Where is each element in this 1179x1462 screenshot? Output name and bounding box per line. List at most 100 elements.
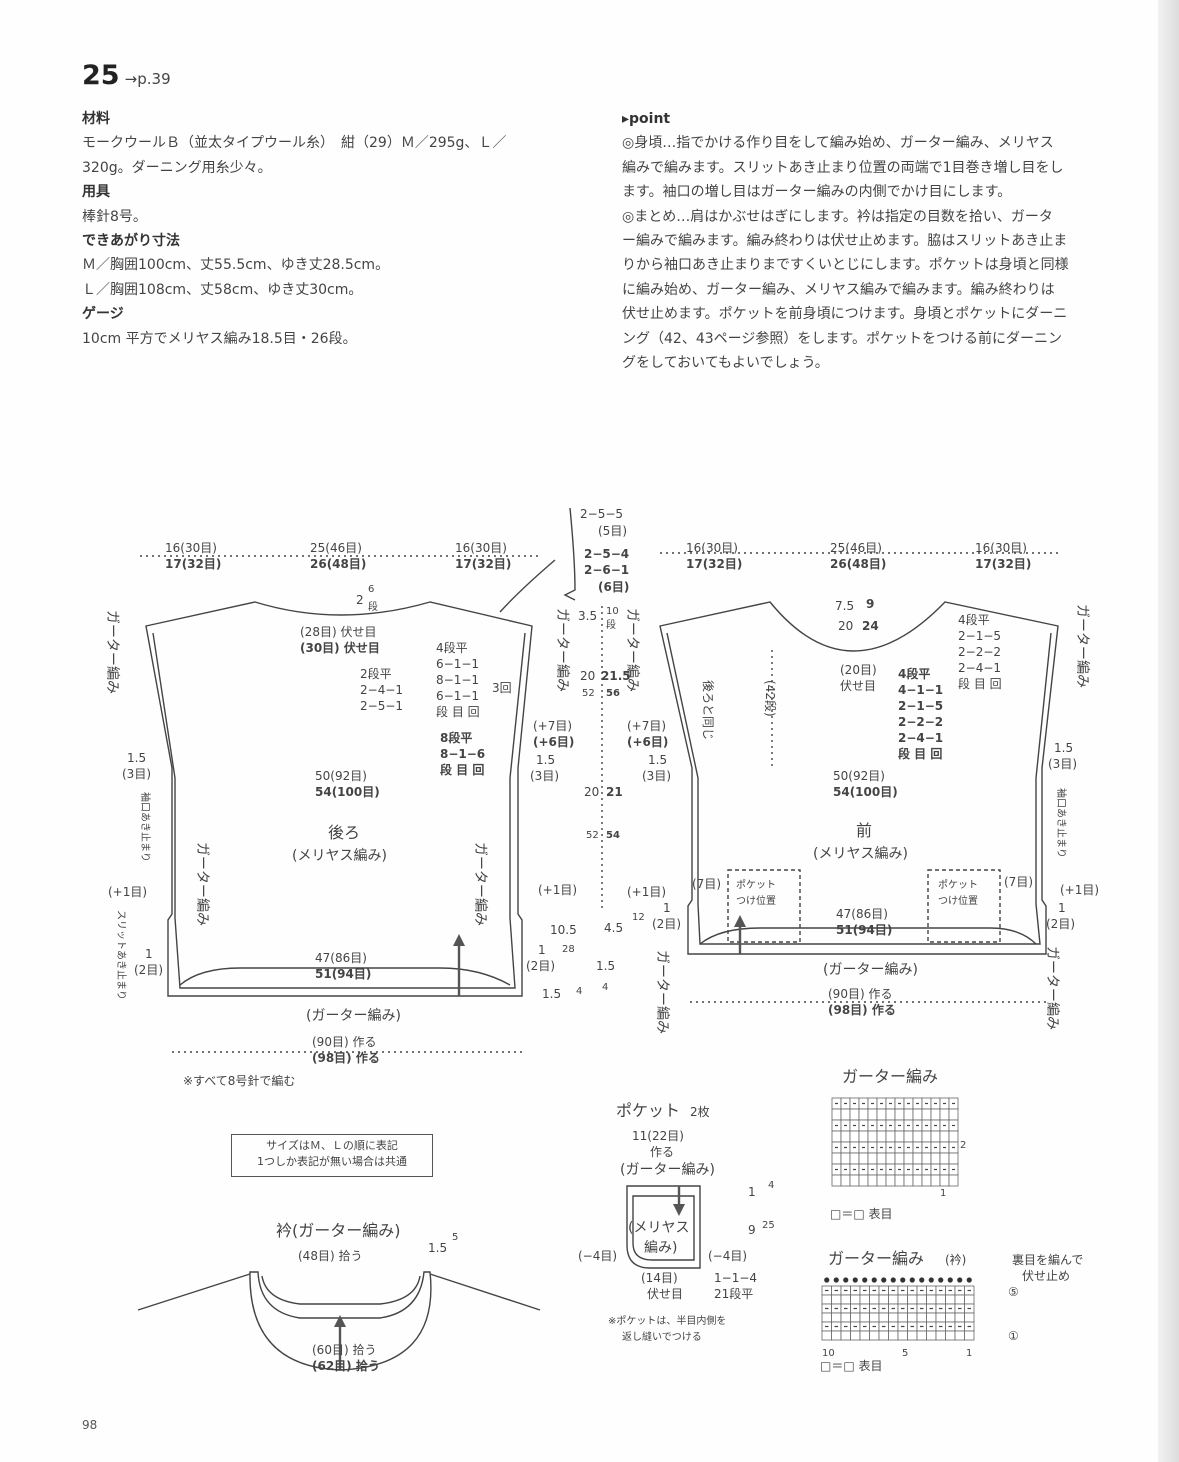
diagram-label: 2−1−5 — [898, 699, 943, 713]
diagram-label: 9 — [748, 1223, 756, 1237]
diagram-label: (98目) 作る — [828, 1002, 896, 1017]
chart-cell — [912, 1152, 923, 1165]
diagram-label: 51(94目) — [315, 967, 371, 981]
body-line: 伏せ止めます。ポケットを前身頃につけます。身頃とポケットにダーニ — [622, 306, 1068, 323]
size-note-box: サイズはＭ、Ｌの順に表記 1つしか表記が無い場合は共通 — [231, 1134, 433, 1177]
collar-outline — [249, 1271, 432, 1371]
pocket-position-right — [927, 869, 1001, 943]
chart-cell — [907, 1312, 918, 1323]
chart-cell — [935, 1312, 946, 1323]
diagram-label: 25(46目) — [830, 541, 882, 555]
diagram-label: 2段平 — [360, 666, 392, 681]
chart-cell — [885, 1108, 896, 1121]
diagram-label: (98目) 作る — [312, 1050, 380, 1065]
chart-cell — [885, 1174, 896, 1187]
chart-cell — [840, 1174, 851, 1187]
chart-cell — [821, 1330, 832, 1341]
diagram-label: ガーター編み — [1074, 604, 1090, 688]
diagram-label: 8−1−1 — [436, 673, 479, 687]
diagram-label: 52 — [582, 688, 595, 699]
chart-cell — [849, 1108, 860, 1121]
diagram-label: (−4目) — [578, 1249, 617, 1263]
diagram-label: ガーター編み — [554, 608, 570, 692]
chart-cell — [859, 1294, 870, 1305]
diagram-label: ガーター編み — [104, 610, 120, 694]
body-line: Ｍ／胸囲100cm、丈55.5cm、ゆき丈28.5cm。 — [82, 257, 390, 274]
chart-cell — [964, 1330, 975, 1341]
bind-off-dot — [824, 1277, 830, 1283]
diagram-label: (60目) 拾う — [312, 1342, 376, 1357]
chart-cell — [831, 1312, 842, 1323]
diagram-label: 4 — [576, 986, 582, 997]
chart-cell — [869, 1312, 880, 1323]
chart-cell — [930, 1108, 941, 1121]
diagram-label: 20 — [580, 669, 595, 683]
chart-cell — [859, 1312, 870, 1323]
diagram-label: 後ろ — [328, 823, 360, 842]
chart-cell — [831, 1174, 842, 1187]
diagram-label: ※ポケットは、半目内側を — [608, 1314, 726, 1327]
diagram-label: 2 — [960, 1140, 966, 1151]
chart-cell — [897, 1312, 908, 1323]
chart-cell — [831, 1130, 842, 1143]
collar-shoulder-left — [137, 1273, 251, 1311]
materials-column: 材料モークウールＢ（並太タイプウール糸） 紺（29）Ｍ／295g、Ｌ／320g。… — [82, 107, 602, 351]
diagram-label: 50(92目) — [315, 769, 367, 783]
body-line: に編み始め、ガーター編み、メリヤス編みで編みます。編み終わりは — [622, 281, 1055, 298]
diagram-label: □＝□ 表目 — [830, 1207, 893, 1221]
diagram-label: 2−2−2 — [958, 645, 1001, 659]
chart-cell — [869, 1330, 880, 1341]
diagram-label: (−4目) — [708, 1249, 747, 1263]
chart-cell — [840, 1108, 851, 1121]
diagram-label: 前 — [856, 821, 872, 840]
diagram-label: (62目) 拾う — [312, 1358, 380, 1373]
chart-cell — [831, 1108, 842, 1121]
bind-off-dot — [871, 1277, 877, 1283]
chart-cell — [849, 1174, 860, 1187]
diagram-label: 25 — [762, 1220, 775, 1231]
diagram-label: 2−4−1 — [898, 731, 943, 745]
bind-off-dot — [919, 1277, 925, 1283]
chart-cell — [831, 1294, 842, 1305]
diagram-label: 1 — [663, 901, 671, 915]
chart-cell — [894, 1174, 905, 1187]
chart-cell — [858, 1174, 869, 1187]
bind-off-dot — [957, 1277, 963, 1283]
chart-cell — [876, 1108, 887, 1121]
diagram-label: 21.5 — [601, 669, 631, 683]
chart-cell — [930, 1152, 941, 1165]
back-hem-curve — [179, 967, 511, 986]
chart-cell — [840, 1294, 851, 1305]
chart-cell — [954, 1312, 965, 1323]
diagram-label: 伏せ目 — [840, 679, 876, 693]
garter-chart-body — [831, 1097, 959, 1187]
bind-off-dot — [928, 1277, 934, 1283]
diagram-label: (+6目) — [627, 735, 668, 749]
diagram-label: 17(32目) — [455, 557, 511, 571]
collar-inner — [261, 1275, 421, 1305]
diagram-label: 伏せ目 — [647, 1287, 683, 1301]
chart-cell — [939, 1108, 950, 1121]
diagram-label: 2−1−5 — [958, 629, 1001, 643]
diagram-label: 54(100目) — [833, 785, 898, 799]
diagram-label: 47(86目) — [315, 951, 367, 965]
diagram-label: (2目) — [1046, 917, 1075, 931]
chart-cell — [916, 1312, 927, 1323]
diagram-label: 伏せ止め — [1022, 1269, 1070, 1283]
diagram-label: (メリヤス編み) — [813, 846, 908, 862]
diagram-label: 3回 — [492, 681, 512, 695]
chart-cell — [821, 1312, 832, 1323]
chart-cell — [948, 1174, 959, 1187]
diagram-label: 6−1−1 — [436, 657, 479, 671]
chart-cell — [903, 1152, 914, 1165]
chart-cell — [935, 1294, 946, 1305]
diagram-label: (20目) — [840, 663, 877, 677]
body-line: 棒針8号。 — [82, 208, 147, 225]
diagram-label: (90目) 作る — [828, 987, 892, 1001]
chart-cell — [858, 1108, 869, 1121]
diagram-label: 5 — [902, 1348, 908, 1359]
chart-cell — [876, 1174, 887, 1187]
diagram-label: (+1目) — [538, 883, 577, 897]
diagram-label: 作る — [650, 1145, 674, 1159]
diagram-label: 6−1−1 — [436, 689, 479, 703]
